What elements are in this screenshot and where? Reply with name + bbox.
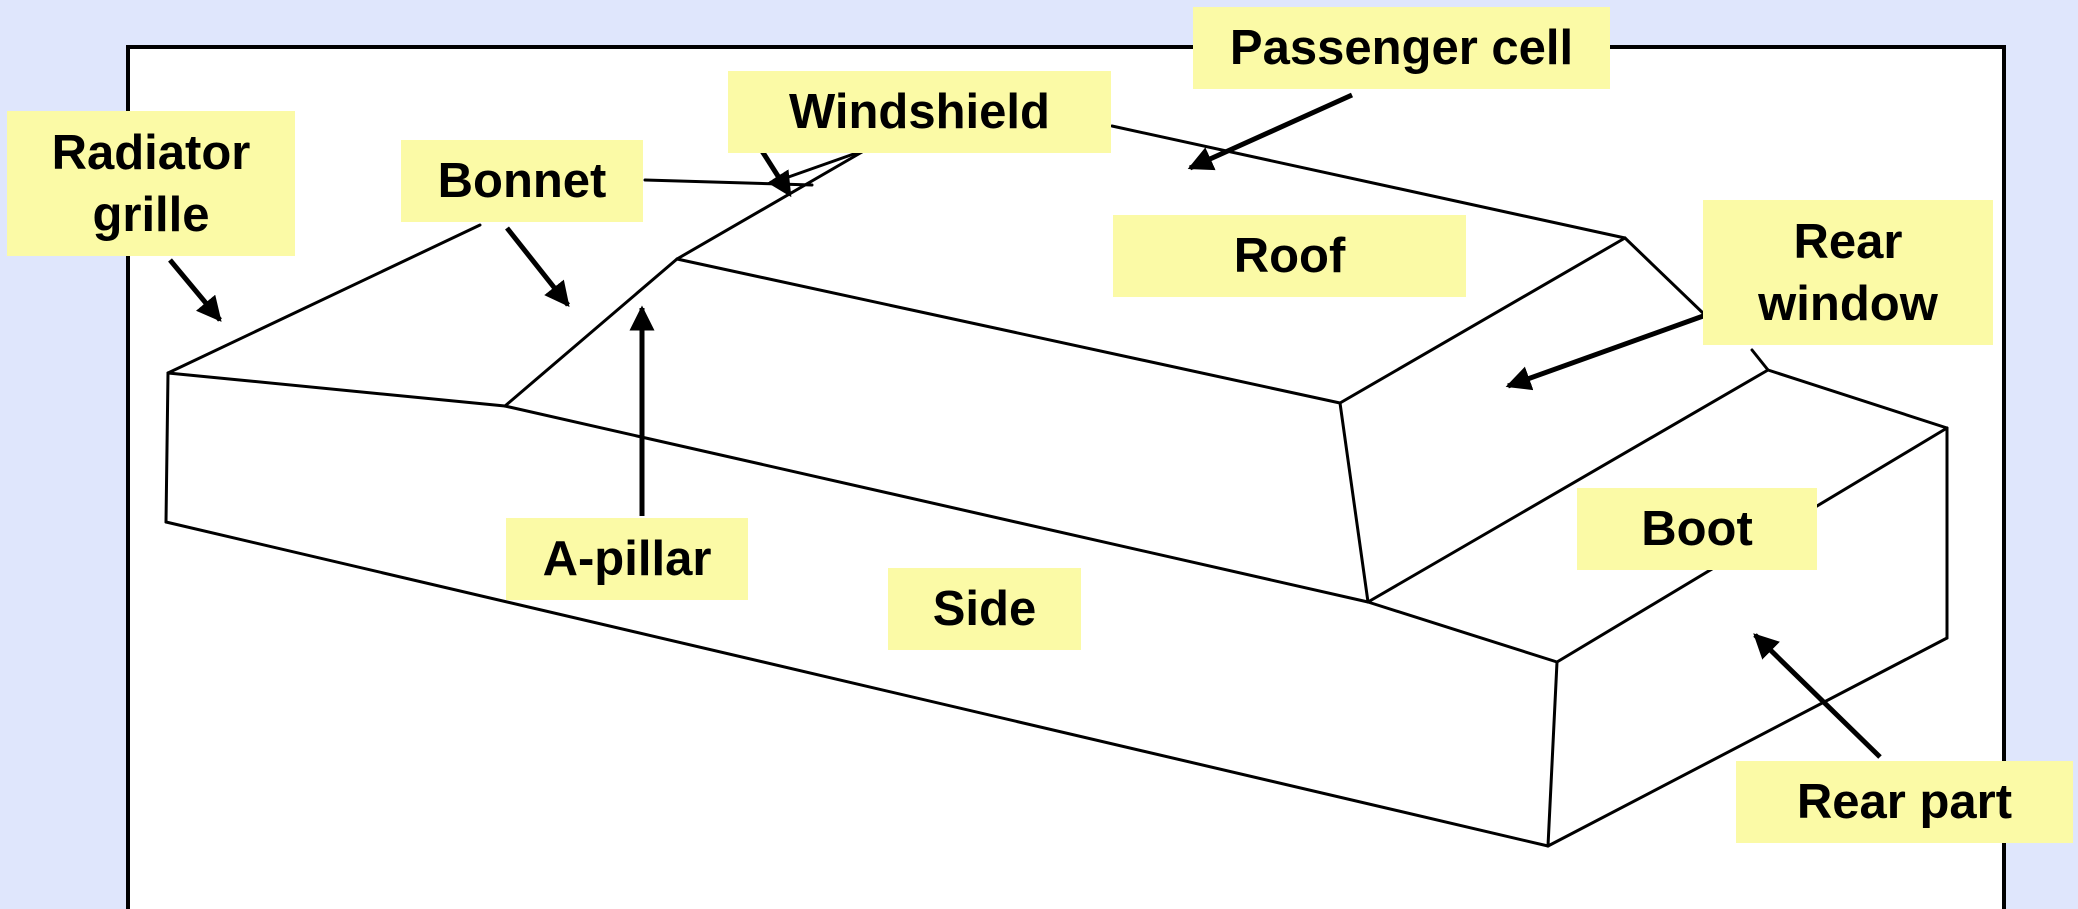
bonnet-front-edge — [166, 371, 507, 408]
passenger-cell-label: Passenger cell — [1193, 7, 1610, 89]
a-pillar-label: A-pillar — [506, 518, 748, 600]
bonnet-arrow — [505, 226, 570, 307]
side-label: Side — [888, 568, 1081, 650]
windshield-left-edge — [778, 148, 867, 182]
rear-window-arrow — [1505, 312, 1707, 391]
windshield-label: Windshield — [728, 71, 1111, 153]
rear-window-right-edge — [1623, 236, 1707, 317]
bonnet-left-edge — [166, 223, 482, 375]
rear-part-arrow — [1753, 633, 1882, 759]
rear-part-label: Rear part — [1736, 761, 2073, 843]
front-face-edge — [164, 371, 170, 524]
rear-part-left-edge — [1546, 660, 1559, 848]
boot-left-edge — [1366, 368, 1770, 604]
bottom-side-edge — [164, 520, 1550, 848]
boot-rear-edge — [1766, 368, 1949, 430]
c-pillar-edge — [1338, 401, 1370, 604]
rear-part-bottom-edge — [1546, 636, 1949, 848]
leader-arrows — [168, 92, 1882, 759]
roof-front-edge — [675, 257, 1342, 405]
a-pillar-edge — [503, 257, 679, 408]
roof-right-edge — [1110, 124, 1627, 240]
passenger-cell-arrow — [1187, 92, 1354, 171]
radiator-grille-arrow — [168, 258, 222, 322]
rear-window-label: Rear window — [1703, 200, 1993, 345]
car-body-outline — [164, 124, 1949, 848]
radiator-grille-label: Radiator grille — [7, 111, 295, 256]
rear-window-left-edge — [1338, 236, 1627, 405]
roof-label: Roof — [1113, 215, 1466, 297]
windshield-base — [675, 150, 864, 261]
bonnet-label: Bonnet — [401, 140, 643, 222]
boot-label: Boot — [1577, 488, 1817, 570]
rear-window-lower-right — [1750, 348, 1770, 372]
windshield-arrow — [759, 149, 793, 198]
